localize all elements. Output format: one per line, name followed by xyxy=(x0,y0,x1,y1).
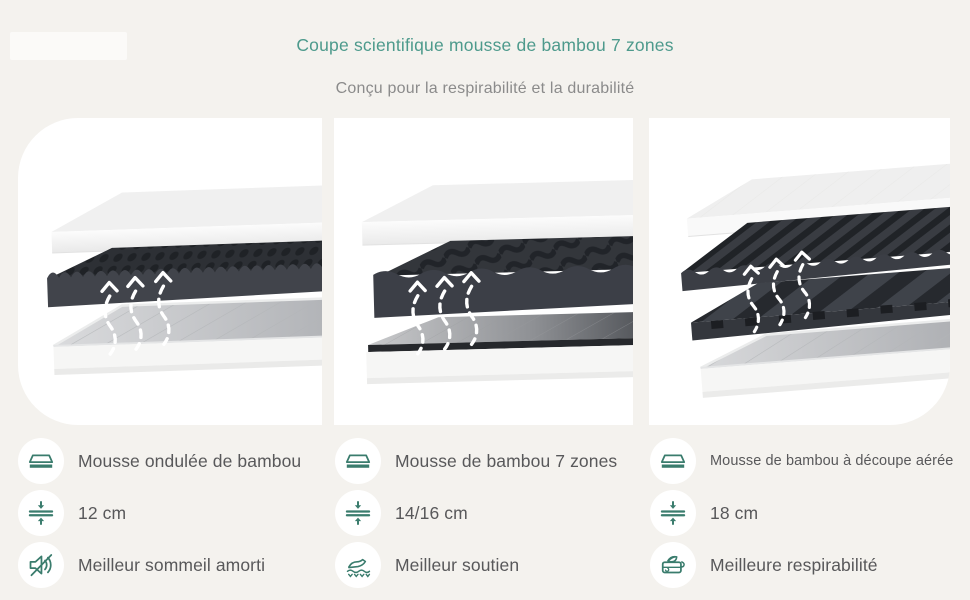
feature-row: Meilleur sommeil amorti xyxy=(18,542,330,588)
thickness-arrows-icon xyxy=(650,490,696,536)
product-card-2 xyxy=(334,118,633,425)
feature-label: Meilleur sommeil amorti xyxy=(78,554,266,575)
feature-row: Meilleur soutien xyxy=(335,542,647,588)
feature-label: Meilleur soutien xyxy=(395,554,520,575)
feature-label: Mousse ondulée de bambou xyxy=(78,450,302,471)
product-card-3 xyxy=(649,118,950,425)
feature-label: Mousse de bambou à découpe aérée xyxy=(710,453,954,469)
feature-label: 14/16 cm xyxy=(395,502,468,523)
mattress-cutaway-illustration-1 xyxy=(47,184,322,376)
feature-list-3: Mousse de bambou à découpe aérée 18 cm xyxy=(650,438,962,594)
feature-row: 18 cm xyxy=(650,490,962,536)
feature-list-1: Mousse ondulée de bambou 12 cm xyxy=(18,438,330,594)
watermark-box xyxy=(10,32,127,60)
layer-base-tray xyxy=(700,316,950,398)
page-subtitle: Conçu pour la respirabilité et la durabi… xyxy=(335,80,635,97)
muted-speaker-icon xyxy=(18,542,64,588)
feature-row: 14/16 cm xyxy=(335,490,647,536)
layer-air-channel-foam xyxy=(690,265,950,341)
layer-7-zone-foam xyxy=(373,235,633,318)
layer-ridged-foam xyxy=(681,204,950,292)
feature-row: Mousse ondulée de bambou xyxy=(18,438,330,484)
mattress-cutaway-illustration-2 xyxy=(361,179,633,385)
feature-list-2: Mousse de bambou 7 zones 14/16 cm xyxy=(335,438,647,594)
hand-support-icon xyxy=(335,542,381,588)
feature-row: Meilleure respirabilité xyxy=(650,542,962,588)
layer-base-tray xyxy=(366,311,633,385)
breathable-mattress-leaf-icon xyxy=(650,542,696,588)
feature-label: Mousse de bambou 7 zones xyxy=(395,450,618,471)
mattress-layer-icon xyxy=(335,438,381,484)
thickness-arrows-icon xyxy=(18,490,64,536)
layer-base-tray xyxy=(52,296,322,376)
feature-label: 18 cm xyxy=(710,502,759,523)
mattress-cutaway-illustration-3 xyxy=(681,161,950,398)
mattress-layer-icon xyxy=(650,438,696,484)
thickness-arrows-icon xyxy=(335,490,381,536)
feature-label: Meilleure respirabilité xyxy=(710,554,878,575)
feature-row: 12 cm xyxy=(18,490,330,536)
feature-row: Mousse de bambou à découpe aérée xyxy=(650,438,962,484)
layer-top-cover xyxy=(361,179,633,246)
feature-label: 12 cm xyxy=(78,502,127,523)
layer-egg-crate-foam xyxy=(47,239,322,308)
page-title: Coupe scientifique mousse de bambou 7 zo… xyxy=(296,35,674,55)
mattress-layer-icon xyxy=(18,438,64,484)
feature-row: Mousse de bambou 7 zones xyxy=(335,438,647,484)
product-card-1 xyxy=(18,118,322,425)
